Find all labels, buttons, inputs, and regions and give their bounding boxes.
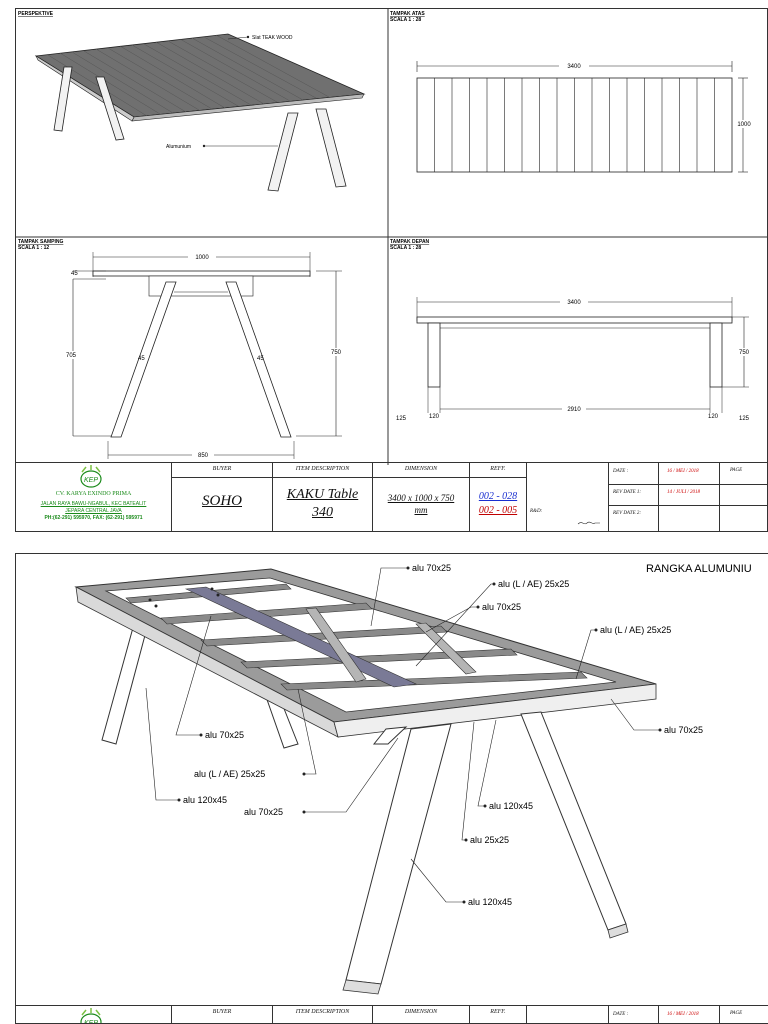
item-label-2: ITEM DESCRIPTION [295,1009,350,1015]
company-block: KEP CV. KARYA EXINDO PRIMA JALAN RAYA BA… [16,463,171,531]
item-label: ITEM DESCRIPTION [295,466,350,472]
perspective-view: PERSPEKTIVE [18,11,366,192]
front-view-dim-right-out: 125 [739,416,750,422]
side-view-dim-leg-right: 45 [257,356,264,362]
rnd-label: R&D: [530,509,543,514]
rev2-label: REV DATE 2: [613,511,642,516]
dimension-value-1: 3400 x 1000 x 750 [387,493,455,503]
top-view-scale: SCALA 1 : 28 [390,17,421,23]
front-view-dim-right-in: 120 [708,414,719,420]
callout-6: alu 70x25 [205,730,244,740]
rev1-label: REV DATE 1: [613,490,642,495]
date-labels-cell: DATE : REV DATE 1: REV DATE 2: [608,463,658,531]
side-view-dim-height: 750 [331,350,342,356]
svg-text:KEP: KEP [84,477,98,484]
frame-isometric-view: RANGKA ALUMUNIU [74,563,752,995]
callout-8: alu 120x45 [183,795,227,805]
front-view-dim-left-out: 125 [396,416,407,422]
side-view-dim-top: 1000 [195,255,209,261]
callout-4: alu (L / AE) 25x25 [600,625,671,635]
reff-value-2: 002 - 005 [478,505,518,516]
dimension-label-2: DIMENSION [404,1009,438,1015]
callout-10: alu 120x45 [489,801,533,811]
callout-3: alu 70x25 [482,602,521,612]
rnd-signature [577,521,600,525]
frame-title: RANGKA ALUMUNIU [646,563,752,575]
page-label-2: PAGE [730,1011,743,1016]
page-label: PAGE [730,468,743,473]
title-block-2: KEP BUYER ITEM DESCRIPTION DIMENSION REF… [16,1005,768,1023]
front-view-dim-height: 750 [739,350,750,356]
perspective-label-alu: Alumunium [166,144,191,150]
company-block-2: KEP [16,1006,171,1023]
drawing-sheet-2: RANGKA ALUMUNIU [15,553,768,1024]
top-view-dim-width: 1000 [737,122,751,128]
rnd-cell: R&D: [526,463,608,531]
front-view-dim-length: 3400 [567,300,581,306]
buyer-cell: BUYER SOHO [171,463,272,531]
company-logo: KEP [80,465,102,488]
company-logo-2: KEP [80,1008,102,1023]
front-view-dim-inner: 2910 [567,407,581,413]
buyer-label: BUYER [212,466,232,472]
callout-11: alu 25x25 [470,835,509,845]
front-view-dim-left-in: 120 [429,414,440,420]
reff-label: REFF. [490,466,506,472]
side-view-scale: SCALA 1 : 12 [18,245,49,251]
side-view-dim-bottom: 850 [198,453,209,459]
dimension-cell: DIMENSION 3400 x 1000 x 750 mm [372,463,469,531]
side-view-title: TAMPAK SAMPING [18,239,63,245]
top-view-title: TAMPAK ATAS [390,11,425,17]
company-name: CV. KARYA EXINDO PRIMA [55,491,132,497]
title-block: KEP CV. KARYA EXINDO PRIMA JALAN RAYA BA… [16,462,768,531]
reff-value-1: 002 - 028 [478,491,518,502]
front-view: TAMPAK DEPAN SCALA 1 : 28 3400 750 2910 … [390,239,753,422]
drawing-sheet-1: PERSPEKTIVE [15,8,768,532]
side-view-dim-leg-height: 705 [66,353,77,359]
dimension-value-2: mm [414,505,428,515]
front-view-title: TAMPAK DEPAN [390,239,430,245]
callout-9: alu 70x25 [244,807,283,817]
perspective-label-slat: Slat TEAK WOOD [252,35,293,41]
dimension-label: DIMENSION [404,466,438,472]
company-phone: PH:(62-291) 595970, FAX: (62-291) 595971 [44,515,143,521]
front-view-scale: SCALA 1 : 28 [390,245,421,251]
callout-5: alu 70x25 [664,725,703,735]
item-value-1: KAKU Table [286,487,359,502]
reff-label-2: REFF. [490,1009,506,1015]
side-view: TAMPAK SAMPING SCALA 1 : 12 1000 45 705 [18,239,345,459]
company-address-2: JEPARA CENTRAL JAVA [65,508,122,514]
svg-text:KEP: KEP [84,1020,98,1023]
perspective-title: PERSPEKTIVE [18,11,54,17]
buyer-value: SOHO [202,493,242,509]
item-cell: ITEM DESCRIPTION KAKU Table 340 [272,463,372,531]
item-value-2: 340 [312,505,333,520]
callout-7: alu (L / AE) 25x25 [194,769,265,779]
top-view: TAMPAK ATAS SCALA 1 : 28 3400 1000 [390,11,753,173]
date-value: 16 / MEI / 2018 [667,469,699,474]
top-view-slats [434,78,715,172]
date-label: DATE : [613,469,629,474]
callout-12: alu 120x45 [468,897,512,907]
company-address-1: JALAN RAYA BAWU-NGABUL, KEC BATEALIT [40,501,147,507]
rev1-value: 14 / JULI / 2018 [667,490,701,495]
reff-cell: REFF. 002 - 028 002 - 005 [469,463,526,531]
buyer-label-2: BUYER [212,1009,232,1015]
side-view-dim-thickness: 45 [71,271,78,277]
date-values-cell: 16 / MEI / 2018 14 / JULI / 2018 [658,463,719,531]
top-view-dim-length: 3400 [567,64,581,70]
date-label-2: DATE : [613,1012,629,1017]
side-view-dim-leg-left: 45 [138,356,145,362]
drawing-views: PERSPEKTIVE [16,9,768,465]
callout-2: alu (L / AE) 25x25 [498,579,569,589]
date-value-2: 16 / MEI / 2018 [667,1012,699,1017]
page-cell: PAGE [719,463,768,531]
callout-1: alu 70x25 [412,563,451,573]
